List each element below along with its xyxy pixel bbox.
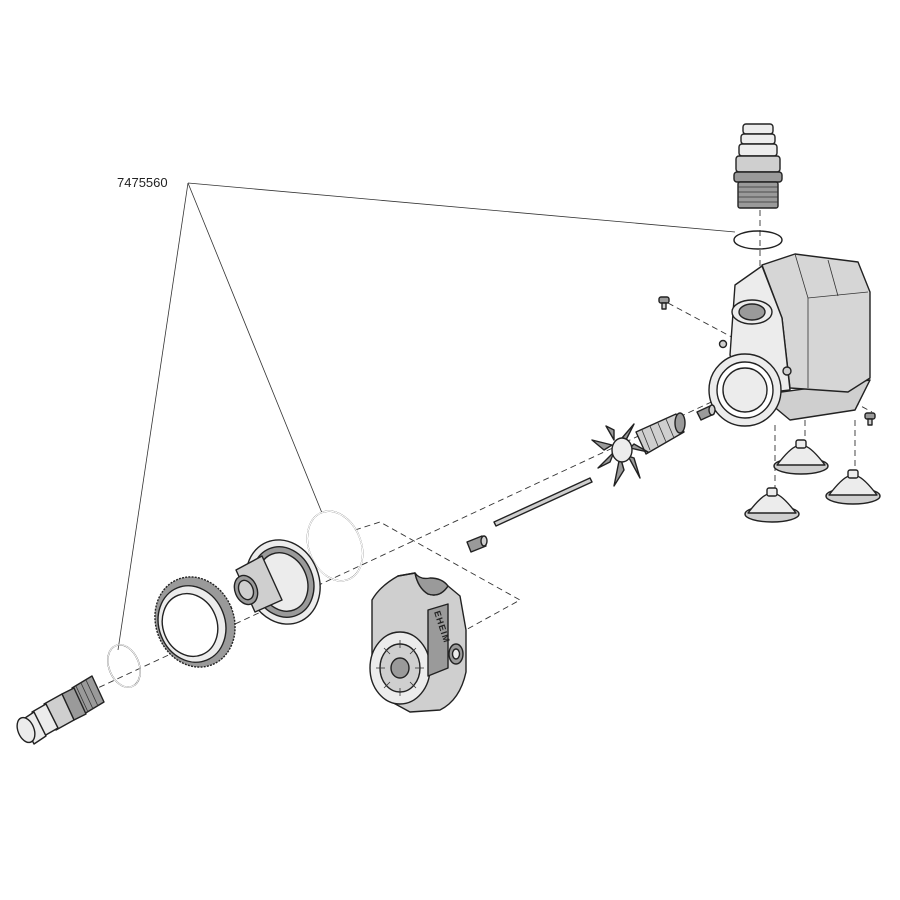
pump-housing	[708, 253, 871, 427]
suction-cup-3	[744, 487, 800, 523]
part-number-label: 7475560	[117, 175, 168, 190]
intake-strainer-cover: EHEIM	[369, 572, 467, 713]
suction-cup-1	[773, 439, 829, 475]
suction-cup-2	[825, 469, 881, 505]
callout-leader-lines	[117, 182, 736, 651]
impeller-shaft	[493, 477, 593, 527]
impeller	[591, 412, 686, 487]
inlet-hose-adapter	[16, 675, 105, 745]
o-ring-top	[733, 230, 783, 250]
outlet-hose-adapter-top	[733, 123, 783, 209]
screw-left	[658, 296, 670, 310]
shaft-bushing-front	[466, 535, 488, 553]
union-nut	[154, 576, 236, 668]
pump-cover-plate	[233, 539, 321, 625]
o-ring-large	[306, 510, 364, 582]
screw-right	[864, 412, 876, 426]
o-ring-small	[107, 644, 141, 688]
shaft-bushing-rear	[696, 404, 716, 421]
